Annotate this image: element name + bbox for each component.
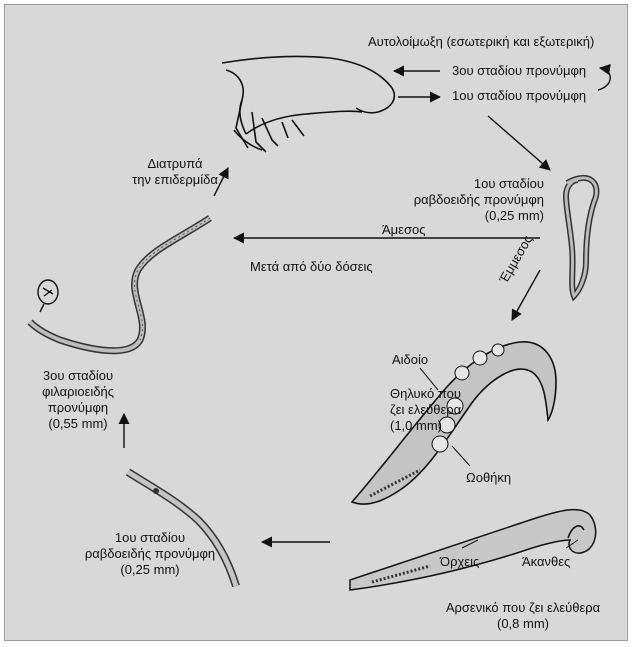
- human-foot-drawing: [222, 56, 394, 152]
- label-filariform-line4: (0,55 mm): [30, 416, 126, 432]
- arrow-curl-l1-to-l3: [598, 68, 610, 90]
- label-penetrates-line2: την επιδερμίδα: [120, 172, 230, 188]
- label-male-line2: (0,8 mm): [418, 616, 628, 632]
- label-male-line1: Αρσενικό που ζει ελεύθερα: [418, 600, 628, 616]
- label-rhabditiform-bottom-line1: 1ου σταδίου: [80, 530, 220, 546]
- label-female-line2: ζει ελεύθερα: [390, 402, 461, 418]
- label-free-living-male: Αρσενικό που ζει ελεύθερα (0,8 mm): [418, 600, 628, 632]
- label-after-two-doses: Μετά από δύο δόσεις: [250, 259, 373, 275]
- label-rhabditiform-top-line1: 1ου σταδίου: [410, 176, 544, 192]
- label-testes: Όρχεις: [440, 554, 479, 570]
- arrow-indirect: [512, 270, 540, 320]
- filariform-larva: [30, 218, 210, 351]
- label-direct: Άμεσος: [382, 222, 425, 238]
- label-ovary: Ωοθήκη: [466, 470, 511, 486]
- label-rhabditiform-top: 1ου σταδίου ραβδοειδής προνύμφη (0,25 mm…: [410, 176, 544, 224]
- label-filariform-line1: 3ου σταδίου: [30, 368, 126, 384]
- label-female-line3: (1,0 mm): [390, 418, 461, 434]
- free-living-male-worm: [350, 510, 596, 590]
- label-female-line1: Θηλυκό που: [390, 386, 461, 402]
- label-penetrates-line1: Διατρυπά: [120, 156, 230, 172]
- label-filariform: 3ου σταδίου φιλαριοειδής προνύμφη (0,55 …: [30, 368, 126, 432]
- label-l1-larva: 1ου σταδίου προνύμφη: [452, 88, 586, 104]
- label-penetrates-skin: Διατρυπά την επιδερμίδα: [120, 156, 230, 188]
- label-vulva: Αιδοίο: [392, 352, 428, 368]
- label-autoinfection: Αυτολοίμωξη (εσωτερική και εξωτερική): [368, 34, 594, 50]
- label-filariform-line2: φιλαριοειδής: [30, 384, 126, 400]
- label-l3-larva: 3ου σταδίου προνύμφη: [452, 63, 586, 79]
- label-rhabditiform-bottom-line3: (0,25 mm): [80, 562, 220, 578]
- label-free-living-female: Θηλυκό που ζει ελεύθερα (1,0 mm): [390, 386, 461, 434]
- label-rhabditiform-bottom: 1ου σταδίου ραβδοειδής προνύμφη (0,25 mm…: [80, 530, 220, 578]
- label-rhabditiform-top-line2: ραβδοειδής προνύμφη: [410, 192, 544, 208]
- rhabditiform-larva-top: [566, 178, 596, 296]
- label-filariform-line3: προνύμφη: [30, 400, 126, 416]
- arrow-foot-to-larva: [488, 116, 550, 170]
- label-spicules: Άκανθες: [522, 554, 570, 570]
- label-rhabditiform-top-line3: (0,25 mm): [410, 208, 544, 224]
- label-rhabditiform-bottom-line2: ραβδοειδής προνύμφη: [80, 546, 220, 562]
- magnified-detail-icon: [38, 280, 58, 312]
